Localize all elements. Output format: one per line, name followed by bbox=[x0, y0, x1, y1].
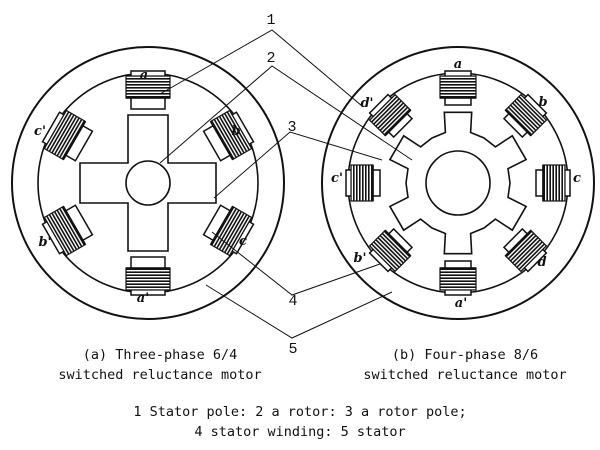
stator-pole-b-2 bbox=[535, 164, 571, 202]
phase-label-a: a bbox=[140, 68, 148, 83]
stator-pole-a-0 bbox=[125, 70, 171, 110]
phase-label-b-b: b bbox=[538, 95, 547, 110]
stator-poles-a bbox=[41, 70, 255, 296]
caption-b-line1: (b) Four-phase 8/6 bbox=[391, 347, 539, 363]
legend-line1: 1 Stator pole: 2 a rotor: 3 a rotor pole… bbox=[133, 404, 467, 420]
phase-label-a-prime: a' bbox=[137, 291, 149, 306]
callout-3: 3 bbox=[287, 119, 296, 136]
stator-poles-b bbox=[345, 70, 571, 296]
legend: 1 Stator pole: 2 a rotor: 3 a rotor pole… bbox=[60, 402, 540, 442]
callout-4: 4 bbox=[288, 293, 297, 310]
phase-label-b-d-prime: d' bbox=[360, 96, 373, 111]
stator-winding-b-0 bbox=[439, 75, 477, 99]
stator-pole-b-3 bbox=[502, 227, 548, 273]
rotor-a bbox=[79, 114, 217, 252]
rotor-b bbox=[388, 111, 528, 255]
stator-pole-b-5 bbox=[368, 227, 414, 273]
stator-winding-a-3 bbox=[125, 267, 171, 291]
stator-pole-a-5 bbox=[41, 109, 94, 162]
stator-pole-b-7 bbox=[368, 93, 414, 139]
phase-label-b-prime: b' bbox=[38, 235, 51, 250]
stator-pole-b-4 bbox=[439, 260, 477, 296]
phase-labels-b: a b c d a' b' c' d' bbox=[331, 57, 581, 311]
stator-pole-b-0 bbox=[439, 70, 477, 106]
four-phase-motor bbox=[321, 46, 595, 320]
leader-lines bbox=[159, 29, 413, 339]
callout-5: 5 bbox=[288, 341, 297, 358]
phase-label-b-b-prime: b' bbox=[353, 251, 366, 266]
legend-line2: 4 stator winding: 5 stator bbox=[194, 424, 406, 440]
phase-label-b-a-prime: a' bbox=[455, 296, 467, 311]
three-phase-motor bbox=[11, 46, 285, 320]
phase-labels-a: a b c a' b' c' bbox=[34, 68, 247, 306]
caption-a: (a) Three-phase 6/4 switched reluctance … bbox=[40, 345, 280, 385]
shaft-a bbox=[125, 160, 171, 206]
callout-2: 2 bbox=[266, 50, 275, 67]
phase-label-c: c bbox=[239, 234, 247, 249]
phase-label-c-prime: c' bbox=[34, 124, 46, 139]
phase-label-b-a: a bbox=[454, 57, 462, 72]
stator-pole-a-1 bbox=[202, 109, 255, 162]
stator-pole-a-3 bbox=[125, 256, 171, 296]
stator-pole-b-6 bbox=[345, 164, 381, 202]
callout-1: 1 bbox=[266, 12, 275, 29]
caption-b-line2: switched reluctance motor bbox=[363, 367, 567, 383]
phase-label-b-c-prime: c' bbox=[331, 171, 343, 186]
phase-label-b-d: d bbox=[537, 255, 546, 270]
phase-label-b-c: c bbox=[573, 171, 581, 186]
caption-a-line1: (a) Three-phase 6/4 bbox=[82, 347, 238, 363]
caption-a-line2: switched reluctance motor bbox=[58, 367, 262, 383]
phase-label-b: b bbox=[231, 124, 240, 139]
stator-winding-b-4 bbox=[439, 267, 477, 291]
stator-pole-a-4 bbox=[41, 204, 94, 257]
stator-pole-a-2 bbox=[202, 204, 255, 257]
stator-pole-b-1 bbox=[502, 93, 548, 139]
callout-numbers: 1 2 3 4 5 bbox=[266, 12, 297, 358]
caption-b: (b) Four-phase 8/6 switched reluctance m… bbox=[340, 345, 590, 385]
shaft-b bbox=[425, 150, 491, 216]
stator-winding-b-2 bbox=[542, 164, 566, 202]
stator-winding-b-6 bbox=[350, 164, 374, 202]
